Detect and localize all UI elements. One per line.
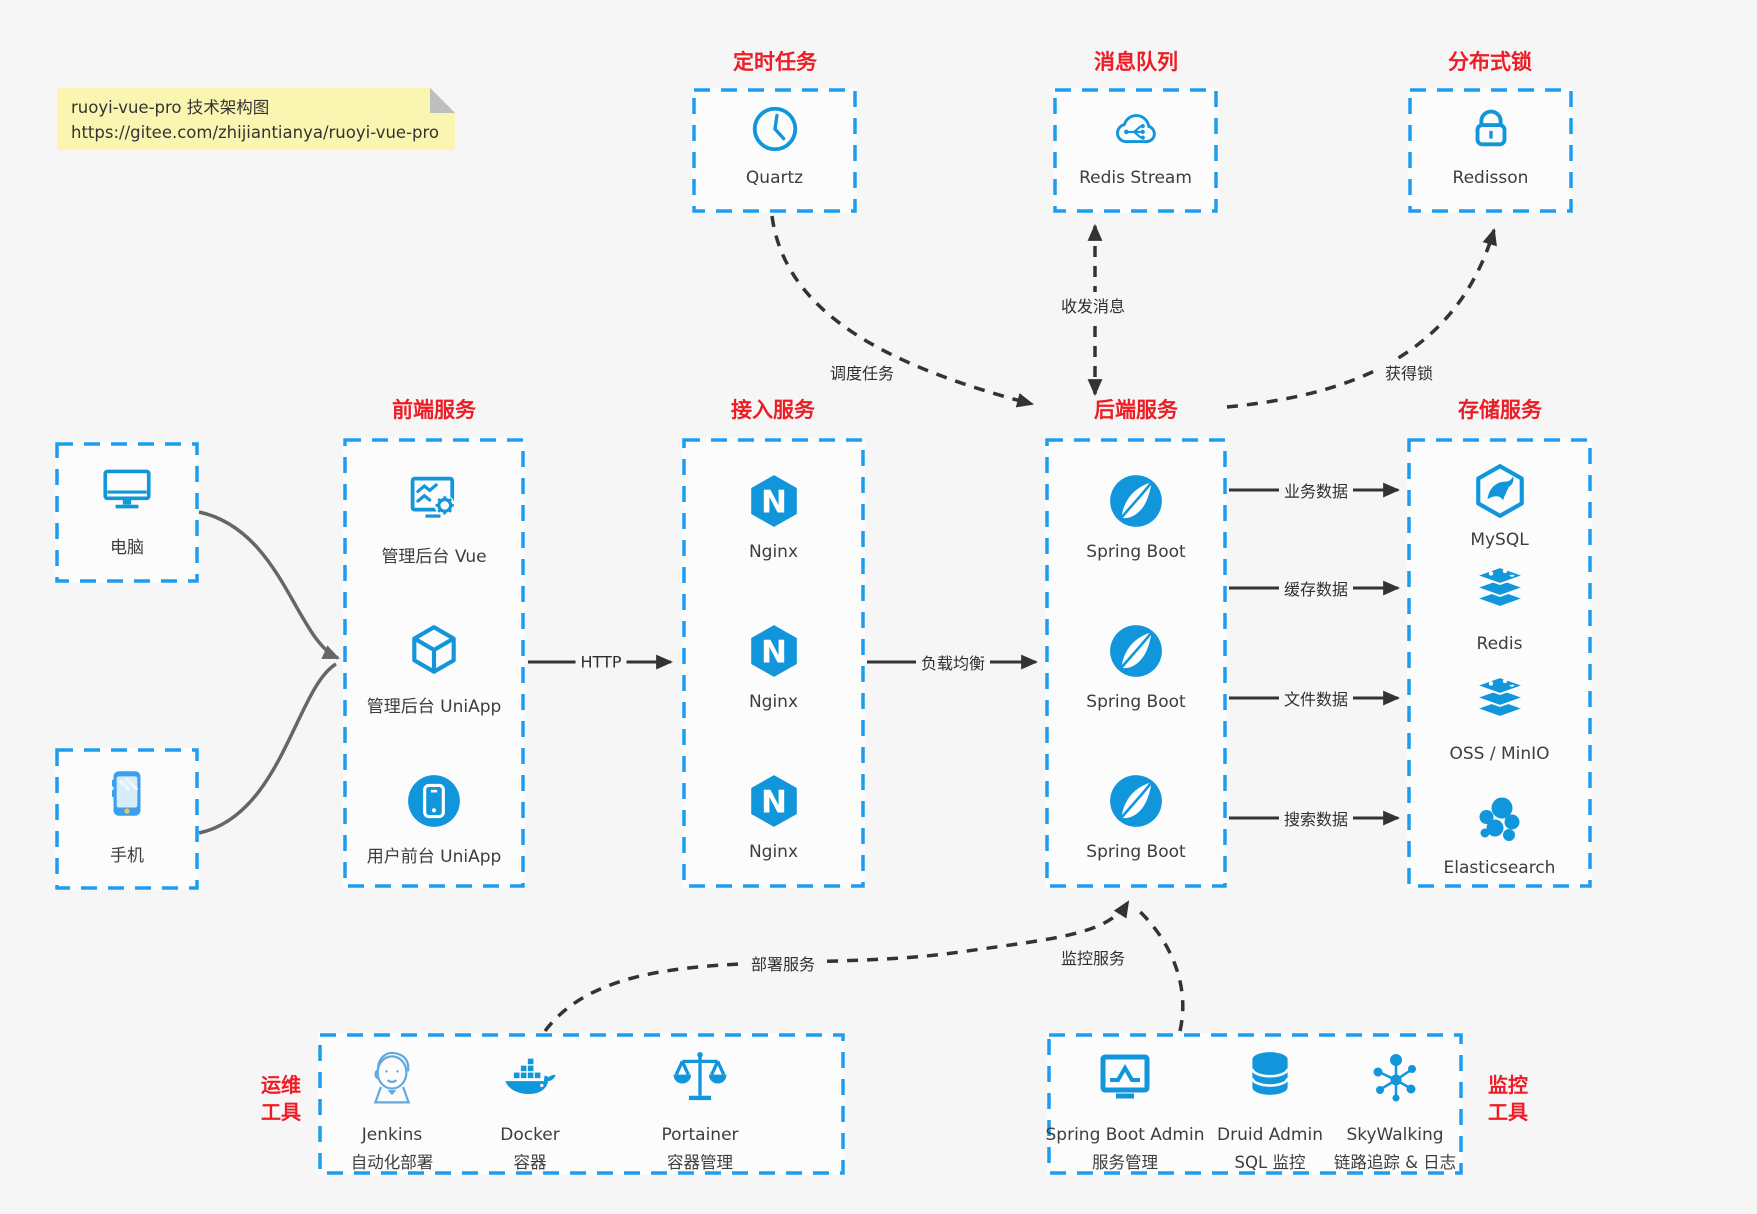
mysql-icon [1471,462,1529,520]
nginx-icon: N [745,472,803,530]
user-uniapp-label: 用户前台 UniApp [366,847,502,867]
clock-icon [748,102,802,156]
redis-icon [1472,562,1528,614]
edge-label-http: HTTP [575,651,627,673]
note-url: https://gitee.com/zhijiantianya/ruoyi-vu… [71,123,440,142]
portainer-name: Portainer [661,1125,739,1145]
admin-vue-label: 管理后台 Vue [381,547,487,567]
portainer-desc: 容器管理 [667,1153,733,1172]
svg-text:N: N [761,784,787,820]
mysql-label: MySQL [1470,530,1529,550]
docker-name: Docker [500,1125,560,1145]
druid-admin-desc: SQL 监控 [1234,1153,1306,1172]
jenkins-desc: 自动化部署 [350,1153,434,1172]
svg-text:N: N [761,484,787,520]
admin-uniapp-label: 管理后台 UniApp [366,697,502,717]
message-queue-box: Redis Stream [1053,88,1218,213]
edge-label-monitor-service: 监控服务 [1055,944,1131,970]
spring-boot-label: Spring Boot [1086,692,1186,712]
cloud-network-icon [1109,102,1163,156]
user-uniapp-icon [405,772,463,830]
smartphone-icon [98,764,156,822]
skywalking-desc: 链路追踪 & 日志 [1333,1153,1457,1172]
edge-label-search-data: 搜索数据 [1278,805,1354,831]
backend-services-box: Spring Boot Spring Boot Spring Boot [1045,438,1227,888]
monitor-tools-box: Spring Boot Admin 服务管理 Druid Admin SQL 监… [1045,1033,1463,1175]
monitor-chart-icon [1095,1049,1155,1111]
redis-label: Redis [1476,634,1523,654]
admin-vue-icon [404,470,464,530]
monitor-tools-side-title: 监控 工具 [1488,1073,1528,1124]
edge-label-schedule-task: 调度任务 [824,359,900,385]
docker-desc: 容器 [513,1153,547,1172]
druid-admin-name: Druid Admin [1217,1125,1323,1145]
nginx-icon: N [745,772,803,830]
portainer-icon [669,1047,731,1113]
database-icon [1241,1047,1299,1109]
lock-icon [1464,100,1518,154]
distributed-lock-title: 分布式锁 [1448,50,1532,74]
docker-icon [500,1049,560,1113]
computer-label: 电脑 [110,538,144,558]
edge-label-load-balance: 负载均衡 [915,649,991,675]
message-queue-title: 消息队列 [1094,50,1178,74]
redisson-box: Redisson [1408,88,1573,213]
nginx-label: Nginx [748,842,799,862]
skywalking-name: SkyWalking [1346,1125,1444,1145]
spring-boot-icon [1107,472,1165,530]
spring-boot-admin-desc: 服务管理 [1092,1153,1158,1172]
svg-text:N: N [761,634,787,670]
client-phone-box: 手机 [55,748,199,890]
nginx-icon: N [745,622,803,680]
gateway-services-title: 接入服务 [731,398,815,422]
jenkins-icon [361,1047,423,1113]
frontend-services-box: 管理后台 Vue 管理后台 UniApp 用户前台 UniApp [343,438,525,888]
scheduled-task-title: 定时任务 [733,50,817,74]
edge-label-file-data: 文件数据 [1278,685,1354,711]
spring-boot-label: Spring Boot [1086,542,1186,562]
ops-tools-side-title: 运维 工具 [261,1073,301,1124]
note-fold-corner [430,88,455,113]
oss-minio-label: OSS / MinIO [1449,744,1550,764]
edge-label-acquire-lock: 获得锁 [1379,359,1439,385]
ops-tools-box: Jenkins 自动化部署 Docker 容器 [318,1033,845,1175]
spring-boot-admin-name: Spring Boot Admin [1045,1125,1205,1145]
quartz-box: Quartz [692,88,857,213]
elasticsearch-icon [1472,794,1528,850]
note-title: ruoyi-vue-pro 技术架构图 [71,98,270,117]
storage-services-title: 存储服务 [1458,398,1542,422]
admin-uniapp-icon [405,622,463,680]
network-nodes-icon [1367,1049,1423,1109]
elasticsearch-label: Elasticsearch [1443,858,1556,878]
jenkins-name: Jenkins [361,1125,423,1145]
edge-label-deploy-service: 部署服务 [745,950,821,976]
storage-services-box: MySQL Redis [1407,438,1592,888]
frontend-services-title: 前端服务 [392,398,476,422]
oss-minio-icon [1472,672,1528,724]
spring-boot-icon [1107,622,1165,680]
redisson-label: Redisson [1452,168,1529,188]
client-computer-box: 电脑 [55,442,199,583]
edge-label-send-receive-message: 收发消息 [1055,292,1131,318]
desktop-icon [98,460,156,518]
spring-boot-label: Spring Boot [1086,842,1186,862]
phone-label: 手机 [110,846,144,866]
gateway-services-box: N Nginx N Nginx N Nginx [682,438,865,888]
nginx-label: Nginx [748,692,799,712]
edge-label-business-data: 业务数据 [1278,477,1354,503]
backend-services-title: 后端服务 [1094,398,1178,422]
spring-boot-icon [1107,772,1165,830]
edge-label-cache-data: 缓存数据 [1278,575,1354,601]
nginx-label: Nginx [748,542,799,562]
sticky-note: ruoyi-vue-pro 技术架构图 https://gitee.com/zh… [57,88,455,150]
redis-stream-label: Redis Stream [1079,168,1192,188]
quartz-label: Quartz [745,168,804,188]
